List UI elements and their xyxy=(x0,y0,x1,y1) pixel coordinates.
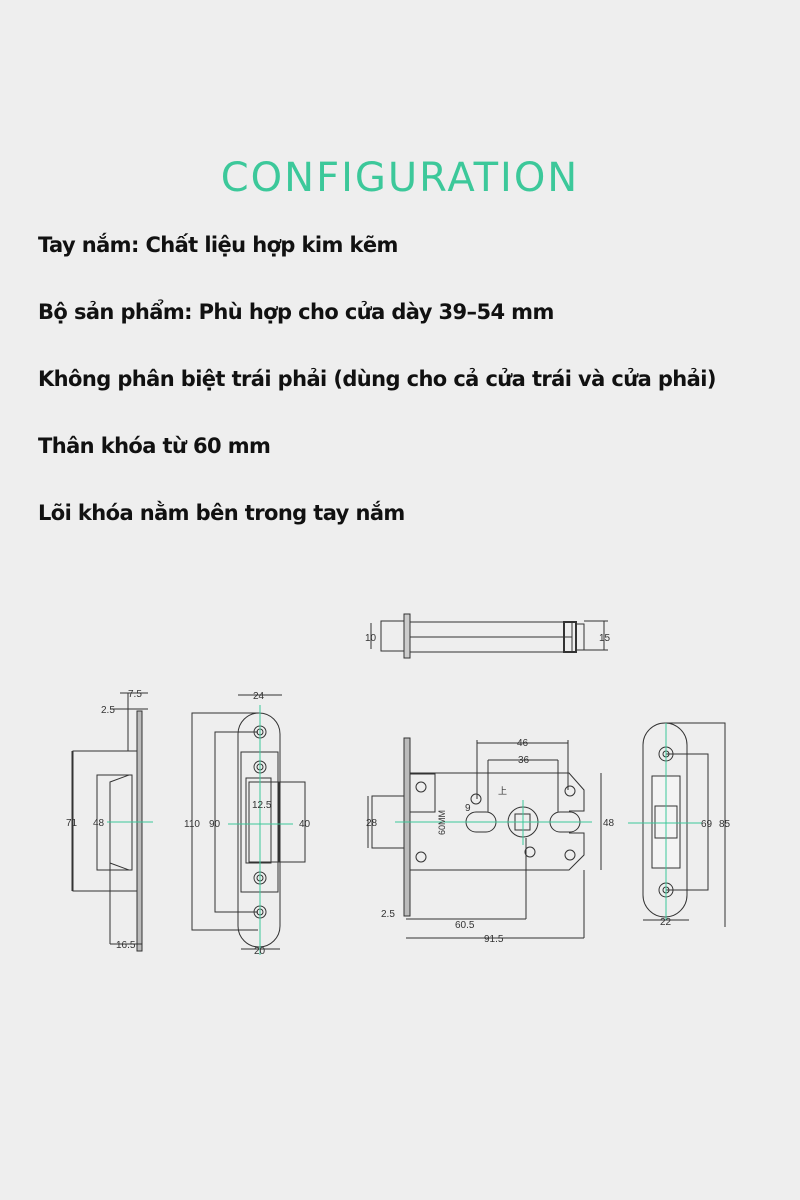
dim-label: 2.5 xyxy=(381,909,395,920)
dim-label: 10 xyxy=(365,633,377,644)
dim-label: 22 xyxy=(660,917,672,928)
dim-label: 48 xyxy=(93,818,105,829)
dim-label: 36 xyxy=(518,755,530,766)
centerlines xyxy=(107,705,702,955)
spec-list: Tay nắm: Chất liệu hợp kim kẽm Bộ sản ph… xyxy=(38,228,716,563)
dim-label: 9 xyxy=(465,803,471,814)
faceplate-view-drawing xyxy=(642,722,726,927)
dim-label: 60.5 xyxy=(455,920,475,931)
dim-label: 110 xyxy=(184,819,200,830)
dim-label: 91.5 xyxy=(484,934,504,945)
dim-label: 7.5 xyxy=(128,689,142,700)
page-title: CONFIGURATION xyxy=(220,155,580,201)
spec-item: Không phân biệt trái phải (dùng cho cả c… xyxy=(38,367,716,391)
spec-item: Lõi khóa nằm bên trong tay nắm xyxy=(38,501,405,525)
dim-label: 48 xyxy=(603,818,615,829)
dim-label: 20 xyxy=(254,946,266,957)
body-size-label: 60MM xyxy=(437,810,447,835)
dim-label: 28 xyxy=(366,818,378,829)
spec-item: Thân khóa từ 60 mm xyxy=(38,434,271,458)
spec-item: Tay nắm: Chất liệu hợp kim kẽm xyxy=(38,233,398,257)
strike-front-view-drawing xyxy=(191,694,306,950)
technical-drawing: 10 15 7.5 2.5 71 48 16.5 24 110 90 12.5 … xyxy=(66,613,731,957)
dim-label: 71 xyxy=(66,818,78,829)
dim-label: 40 xyxy=(299,819,311,830)
dim-label: 24 xyxy=(253,691,265,702)
dim-label: 85 xyxy=(719,819,731,830)
dimension-labels: 10 15 7.5 2.5 71 48 16.5 24 110 90 12.5 … xyxy=(66,633,731,957)
top-view-drawing xyxy=(370,613,608,659)
dim-label: 16.5 xyxy=(116,940,136,951)
dim-label: 90 xyxy=(209,819,221,830)
spec-item: Bộ sản phẩm: Phù hợp cho cửa dày 39–54 m… xyxy=(38,300,554,324)
dim-label: 2.5 xyxy=(101,705,115,716)
dim-label: 69 xyxy=(701,819,713,830)
dim-label: 46 xyxy=(517,738,529,749)
lock-body-view-drawing xyxy=(367,737,602,939)
dim-label: 15 xyxy=(599,633,611,644)
orientation-mark: 上 xyxy=(498,786,507,796)
dim-label: 12.5 xyxy=(252,800,272,811)
